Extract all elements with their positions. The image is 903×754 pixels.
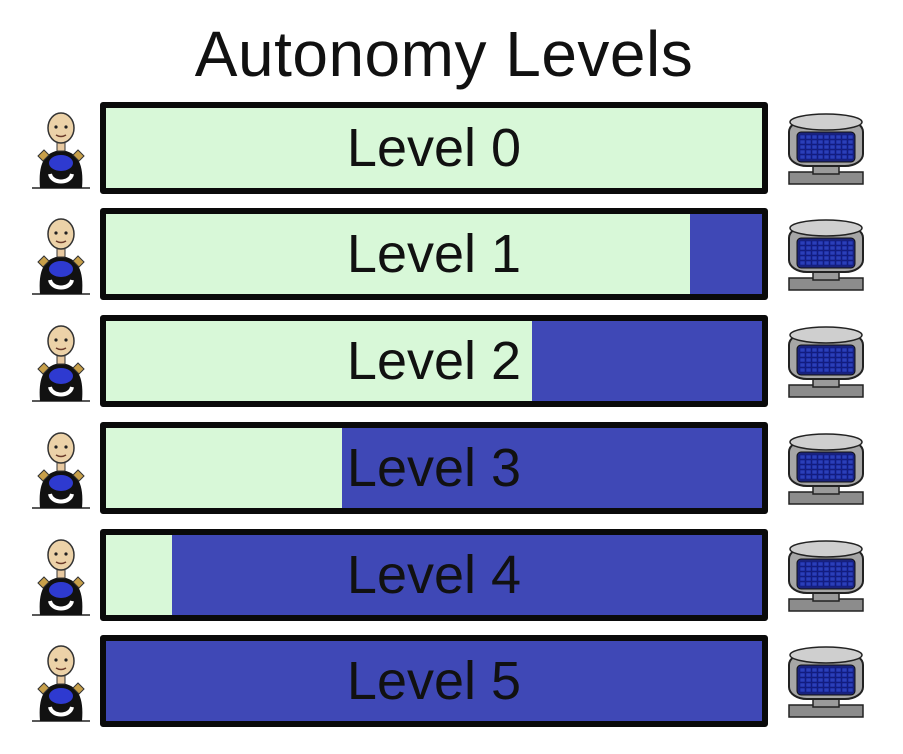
computer-icon (783, 216, 869, 296)
level-bar: Level 4 (100, 529, 768, 621)
level-bar: Level 5 (100, 635, 768, 727)
level-label: Level 5 (346, 651, 522, 711)
computer-icon (783, 110, 869, 190)
driver-icon (30, 535, 92, 617)
level-row-4: Level 4 (0, 527, 903, 623)
level-label: Level 4 (346, 545, 522, 605)
page-title: Autonomy Levels (194, 18, 694, 90)
computer-icon (783, 537, 869, 617)
automation-fill (689, 214, 762, 294)
level-row-1: Level 1 (0, 206, 903, 302)
driver-icon (30, 321, 92, 403)
automation-fill (106, 641, 762, 721)
driver-icon (30, 641, 92, 723)
level-label: Level 2 (346, 331, 522, 391)
computer-icon (783, 430, 869, 510)
level-bar: Level 0 (100, 102, 768, 194)
level-label: Level 0 (346, 118, 522, 178)
level-row-5: Level 5 (0, 633, 903, 729)
level-bar: Level 2 (100, 315, 768, 407)
level-row-2: Level 2 (0, 313, 903, 409)
level-label: Level 1 (346, 224, 522, 284)
level-label: Level 3 (346, 438, 522, 498)
level-bar: Level 3 (100, 422, 768, 514)
automation-fill (532, 321, 762, 401)
computer-icon (783, 643, 869, 723)
driver-icon (30, 214, 92, 296)
computer-icon (783, 323, 869, 403)
automation-fill (342, 428, 762, 508)
automation-fill (171, 535, 762, 615)
driver-icon (30, 108, 92, 190)
level-row-0: Level 0 (0, 100, 903, 196)
level-row-3: Level 3 (0, 420, 903, 516)
level-bar: Level 1 (100, 208, 768, 300)
driver-icon (30, 428, 92, 510)
